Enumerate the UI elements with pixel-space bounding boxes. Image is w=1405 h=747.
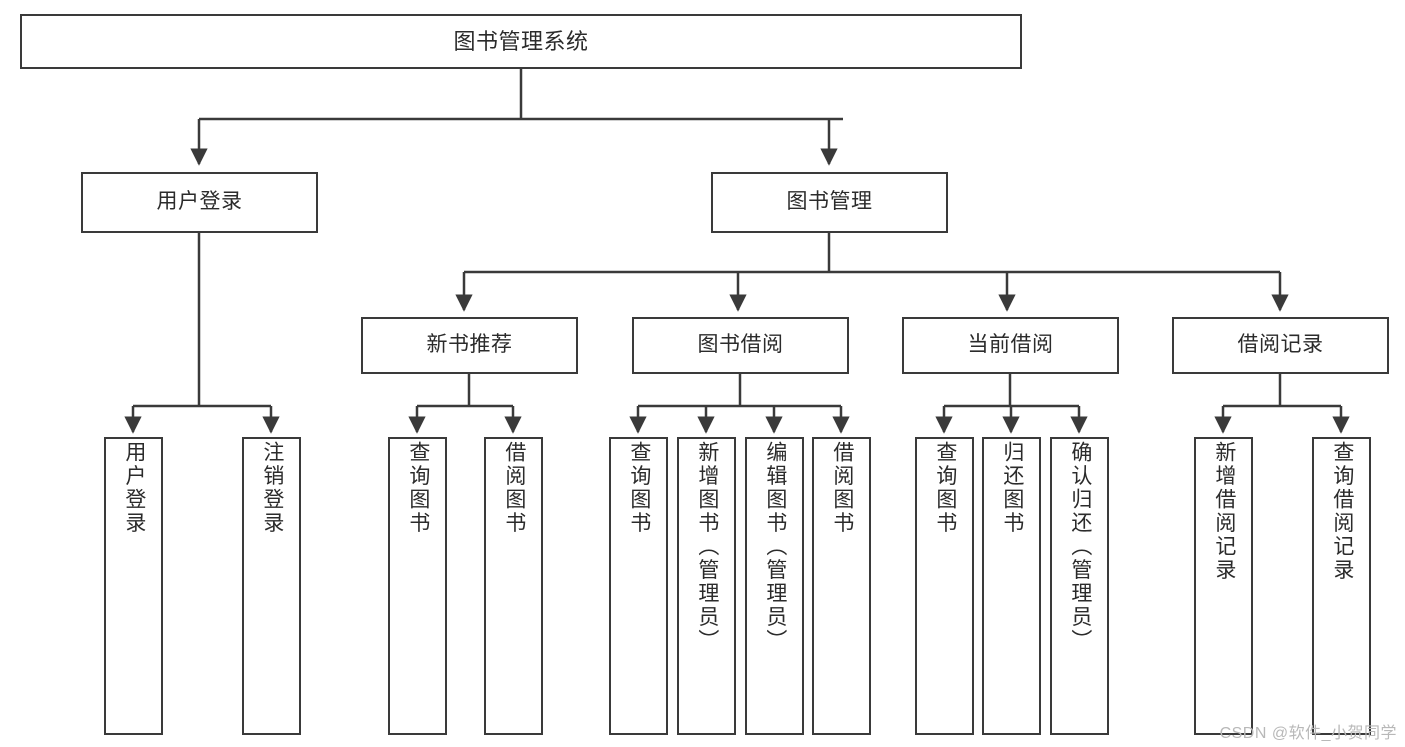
node-root-label: 图书管理系统 bbox=[453, 28, 589, 54]
leaf-borrow-query-book[interactable]: 查询图书 bbox=[609, 437, 668, 735]
leaf-user-logout-label: 注销登录 bbox=[260, 441, 284, 535]
leaf-current-return-book[interactable]: 归还图书 bbox=[982, 437, 1041, 735]
leaf-user-logout[interactable]: 注销登录 bbox=[242, 437, 301, 735]
leaf-borrow-borrow-book[interactable]: 借阅图书 bbox=[812, 437, 871, 735]
leaf-record-query-record-label: 查询借阅记录 bbox=[1330, 441, 1354, 582]
node-book-borrow-label: 图书借阅 bbox=[697, 333, 784, 357]
leaf-newbook-borrow-book[interactable]: 借阅图书 bbox=[484, 437, 543, 735]
node-user-login-label: 用户登录 bbox=[156, 190, 243, 214]
node-book-borrow[interactable]: 图书借阅 bbox=[632, 317, 849, 374]
node-new-book-recommend[interactable]: 新书推荐 bbox=[361, 317, 578, 374]
leaf-record-add-record[interactable]: 新增借阅记录 bbox=[1194, 437, 1253, 735]
node-borrow-record-label: 借阅记录 bbox=[1237, 333, 1324, 357]
leaf-newbook-query-book-label: 查询图书 bbox=[406, 441, 430, 535]
node-book-management[interactable]: 图书管理 bbox=[711, 172, 948, 233]
leaf-record-query-record[interactable]: 查询借阅记录 bbox=[1312, 437, 1371, 735]
leaf-borrow-add-book[interactable]: 新增图书（管理员） bbox=[677, 437, 736, 735]
leaf-borrow-borrow-book-label: 借阅图书 bbox=[830, 441, 854, 535]
leaf-current-confirm-return[interactable]: 确认归还（管理员） bbox=[1050, 437, 1109, 735]
leaf-borrow-query-book-label: 查询图书 bbox=[627, 441, 651, 535]
node-borrow-record[interactable]: 借阅记录 bbox=[1172, 317, 1389, 374]
node-new-book-recommend-label: 新书推荐 bbox=[426, 333, 513, 357]
leaf-borrow-edit-book[interactable]: 编辑图书（管理员） bbox=[745, 437, 804, 735]
leaf-current-query-book[interactable]: 查询图书 bbox=[915, 437, 974, 735]
watermark-text: CSDN @软件_小贺同学 bbox=[1219, 725, 1397, 742]
leaf-borrow-edit-book-label: 编辑图书（管理员） bbox=[763, 441, 787, 653]
leaf-current-query-book-label: 查询图书 bbox=[933, 441, 957, 535]
leaf-current-confirm-return-label: 确认归还（管理员） bbox=[1068, 441, 1092, 653]
node-book-management-label: 图书管理 bbox=[786, 190, 873, 214]
node-current-borrow[interactable]: 当前借阅 bbox=[902, 317, 1119, 374]
leaf-user-login[interactable]: 用户登录 bbox=[104, 437, 163, 735]
leaf-newbook-borrow-book-label: 借阅图书 bbox=[502, 441, 526, 535]
leaf-user-login-label: 用户登录 bbox=[122, 441, 146, 535]
node-user-login[interactable]: 用户登录 bbox=[81, 172, 318, 233]
leaf-borrow-add-book-label: 新增图书（管理员） bbox=[695, 441, 719, 653]
node-current-borrow-label: 当前借阅 bbox=[967, 333, 1054, 357]
leaf-record-add-record-label: 新增借阅记录 bbox=[1212, 441, 1236, 582]
leaf-newbook-query-book[interactable]: 查询图书 bbox=[388, 437, 447, 735]
node-root[interactable]: 图书管理系统 bbox=[20, 14, 1022, 69]
leaf-current-return-book-label: 归还图书 bbox=[1000, 441, 1024, 535]
